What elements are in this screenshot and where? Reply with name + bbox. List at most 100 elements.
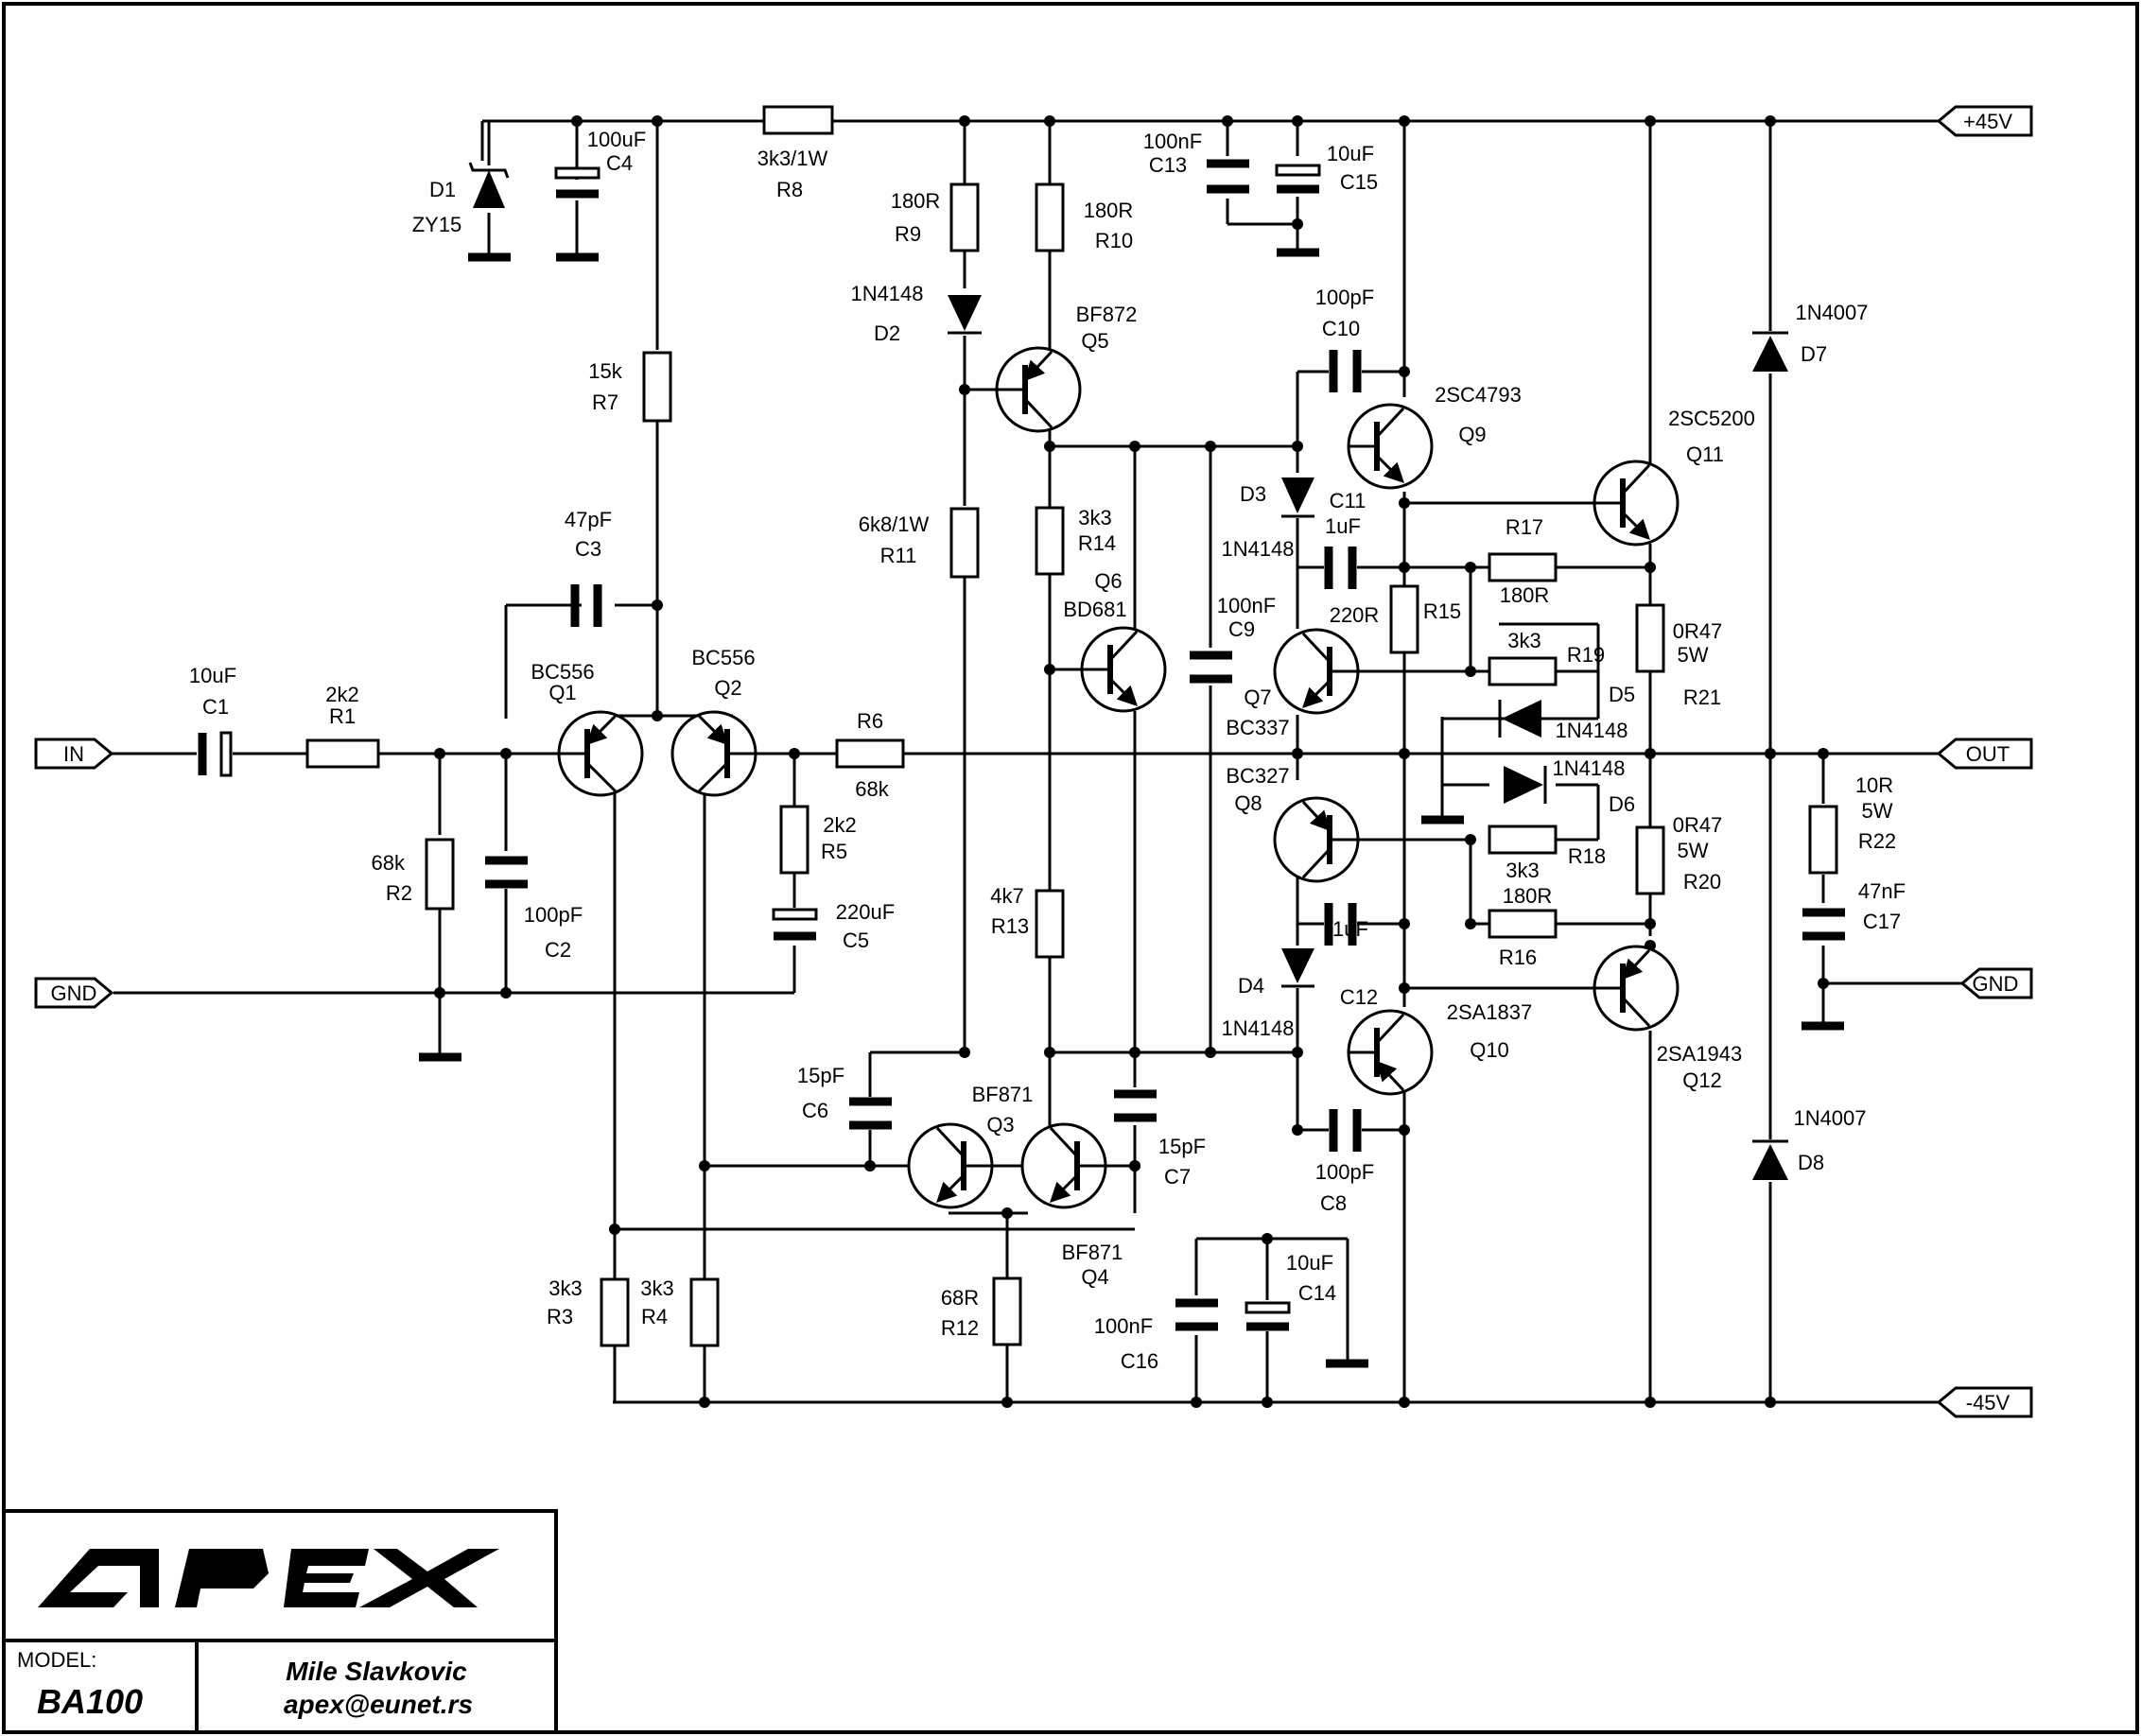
c8-value: 100pF <box>1315 1160 1374 1184</box>
port-minus-45v: -45V <box>1936 1386 2033 1418</box>
transistor-q7 <box>1273 628 1360 715</box>
c1-value: 10uF <box>189 664 236 687</box>
r2-ref: R2 <box>386 881 412 905</box>
d1-value: ZY15 <box>412 213 462 236</box>
capacitor-c7 <box>1114 1089 1157 1122</box>
q10-ref: Q10 <box>1470 1038 1509 1062</box>
c16-ref: C16 <box>1121 1349 1158 1373</box>
r8-value: 3k3/1W <box>757 147 828 170</box>
q8-ref: Q8 <box>1234 791 1262 815</box>
q4-value: BF871 <box>1062 1241 1123 1264</box>
transistor-q10 <box>1347 1009 1434 1096</box>
capacitor-c15 <box>1275 164 1321 194</box>
diode-d6 <box>1504 766 1547 804</box>
r21-value2: 5W <box>1678 643 1709 667</box>
transistor-q11 <box>1593 460 1680 547</box>
resistor-r3 <box>600 1277 630 1347</box>
c9-ref: C9 <box>1228 617 1255 641</box>
capacitor-c2 <box>485 856 528 889</box>
q12-ref: Q12 <box>1682 1068 1722 1092</box>
q9-ref: Q9 <box>1458 423 1486 446</box>
resistor-r4 <box>689 1277 720 1347</box>
resistor-r8 <box>762 105 834 135</box>
c11-ref: C11 <box>1330 489 1366 512</box>
resistor-r18 <box>1488 825 1558 855</box>
c17-ref: C17 <box>1863 910 1901 933</box>
c16-value: 100nF <box>1094 1314 1153 1338</box>
r21-ref: R21 <box>1683 686 1721 709</box>
r2-value: 68k <box>372 851 406 875</box>
d2-value: 1N4148 <box>850 282 923 305</box>
resistor-r16 <box>1488 909 1558 939</box>
model-value: BA100 <box>37 1682 143 1721</box>
r17-ref: R17 <box>1506 515 1543 539</box>
d3-ref: D3 <box>1240 482 1266 506</box>
q7-value: BC337 <box>1226 716 1289 739</box>
author-name: Mile Slavkovic <box>286 1657 467 1686</box>
c15-value: 10uF <box>1327 142 1374 165</box>
r20-ref: R20 <box>1683 870 1721 894</box>
q5-value: BF872 <box>1076 303 1138 326</box>
r3-value: 3k3 <box>548 1276 582 1300</box>
resistor-r1 <box>305 738 380 769</box>
r12-ref: R12 <box>941 1316 979 1340</box>
q6-ref: Q6 <box>1094 569 1122 593</box>
c14-value: 10uF <box>1286 1251 1333 1275</box>
q12-value: 2SA1943 <box>1657 1042 1743 1066</box>
c11-value: 1uF <box>1325 514 1361 538</box>
c6-ref: C6 <box>802 1099 828 1122</box>
q1-ref: Q1 <box>548 681 576 704</box>
r13-value: 4k7 <box>990 884 1023 908</box>
q6-value: BD681 <box>1063 598 1126 621</box>
wires <box>109 119 1962 1404</box>
c3-value: 47pF <box>565 508 612 531</box>
diode-d5 <box>1498 671 1600 738</box>
q1-value: BC556 <box>531 660 594 684</box>
capacitor-c9 <box>1190 651 1232 684</box>
d8-value: 1N4007 <box>1793 1106 1866 1130</box>
junction-dots <box>434 115 1829 1408</box>
c1-ref: C1 <box>202 695 229 719</box>
resistor-r5 <box>779 805 809 875</box>
r22-ref: R22 <box>1858 829 1896 853</box>
c10-ref: C10 <box>1322 317 1360 340</box>
r4-ref: R4 <box>641 1305 668 1328</box>
d5-ref: D5 <box>1609 683 1635 706</box>
port-plus-45v: +45V <box>1936 105 2033 137</box>
r22-value: 10R <box>1855 773 1893 797</box>
r15-value: 220R <box>1330 603 1380 627</box>
r13-ref: R13 <box>991 914 1029 938</box>
q8-value: BC327 <box>1226 764 1289 788</box>
resistor-r13 <box>1035 889 1065 959</box>
diode-d2 <box>948 295 982 335</box>
resistor-r21 <box>1635 603 1665 673</box>
diodes <box>468 162 1788 1180</box>
c12-value: 1uF <box>1332 917 1368 941</box>
r5-ref: R5 <box>821 840 847 863</box>
r4-value: 3k3 <box>640 1276 673 1300</box>
resistor-r20 <box>1635 825 1665 895</box>
diode-d8 <box>1752 1139 1788 1180</box>
resistor-r14 <box>1035 506 1065 576</box>
diode-d3 <box>1281 477 1314 518</box>
c9-value: 100nF <box>1217 594 1276 617</box>
c8-ref: C8 <box>1320 1191 1347 1215</box>
resistor-r15 <box>1389 584 1419 654</box>
resistor-r11 <box>949 507 980 579</box>
c13-value: 100nF <box>1143 130 1202 153</box>
port-gnd-right: GND <box>1959 967 2033 999</box>
r3-ref: R3 <box>547 1305 573 1328</box>
r21-value: 0R47 <box>1673 619 1723 643</box>
d5-value: 1N4148 <box>1555 719 1628 742</box>
d4-ref: D4 <box>1238 974 1264 998</box>
d8-ref: D8 <box>1798 1151 1824 1174</box>
r19-ref: R19 <box>1567 643 1605 667</box>
svg-text:-45V: -45V <box>1966 1391 2010 1415</box>
capacitor-c14 <box>1245 1301 1291 1331</box>
capacitor-c6 <box>849 1097 892 1130</box>
r6-value: 68k <box>855 777 889 801</box>
r19-value: 3k3 <box>1507 629 1540 652</box>
r6-ref: R6 <box>857 709 883 733</box>
r11-value: 6k8/1W <box>859 512 930 536</box>
